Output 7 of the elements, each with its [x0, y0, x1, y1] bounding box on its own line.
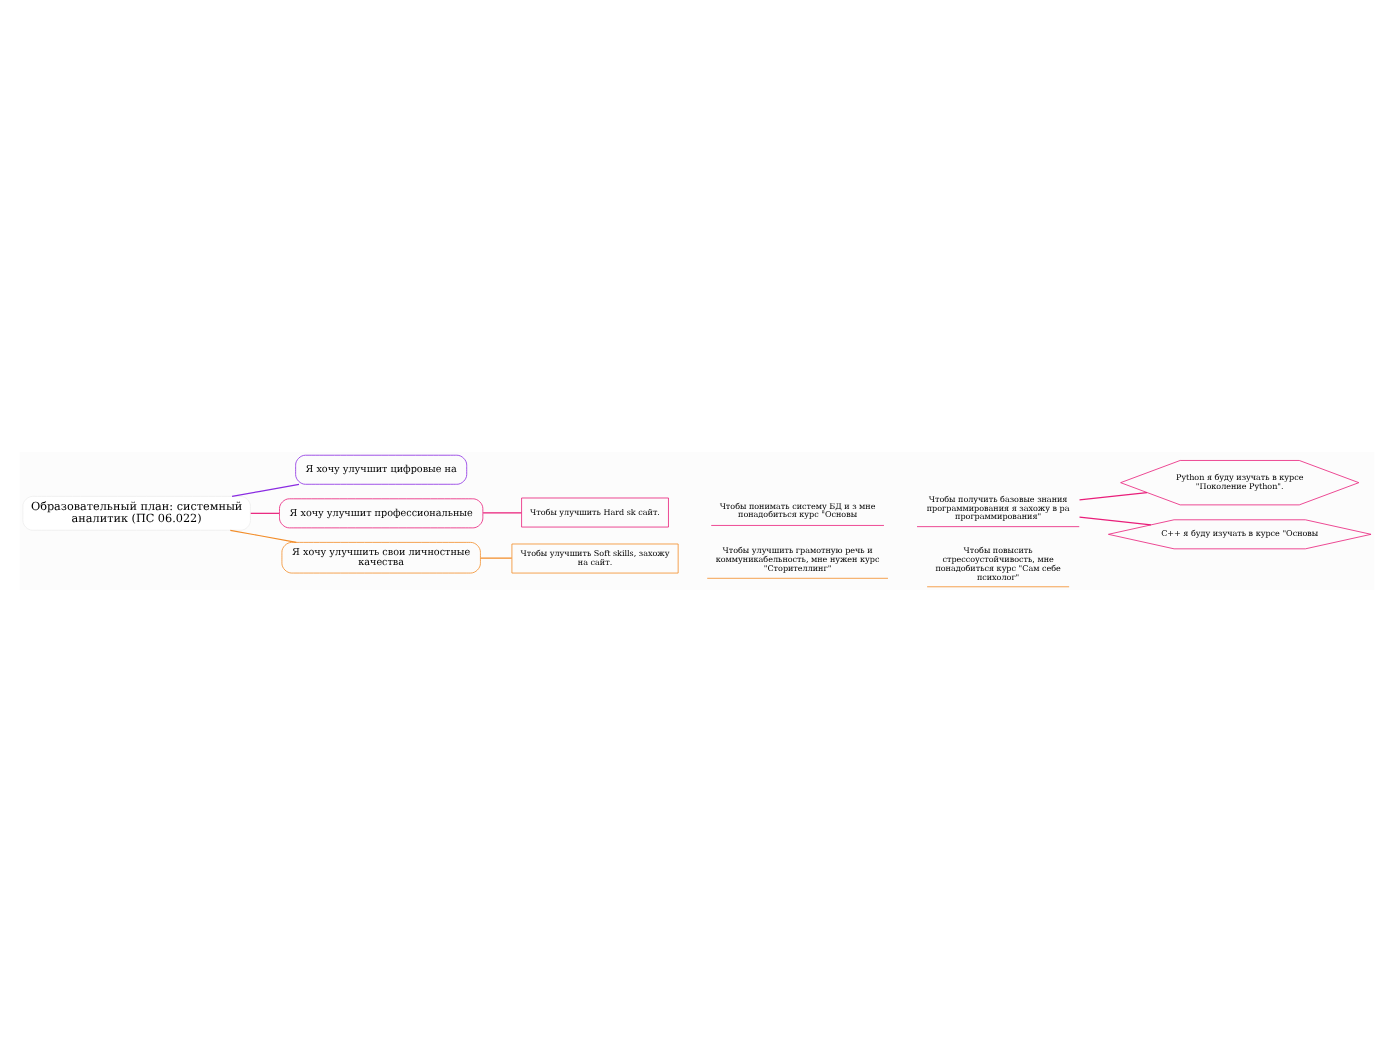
connector	[482, 511, 522, 513]
connector	[229, 528, 297, 542]
connector	[1078, 515, 1152, 525]
connector	[250, 511, 280, 513]
connector	[1078, 490, 1148, 500]
connector	[231, 482, 300, 496]
connector	[480, 556, 513, 558]
